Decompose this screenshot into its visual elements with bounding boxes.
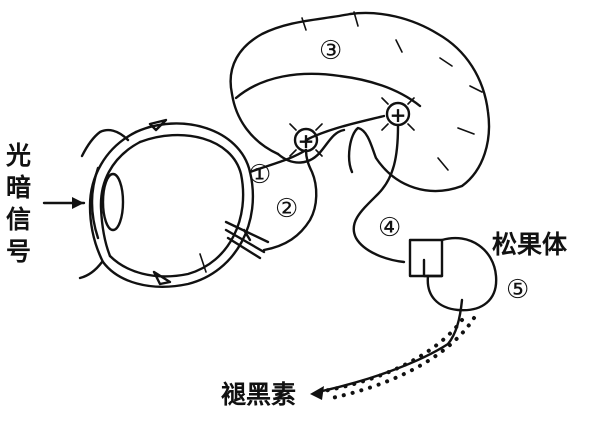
upper-muscle xyxy=(148,118,168,132)
marker-2: ② xyxy=(275,194,298,224)
melatonin-dots-2 xyxy=(330,316,476,400)
retina-front xyxy=(99,140,142,258)
label-pineal-gland: 松果体 xyxy=(492,230,568,259)
marker-5: ⑤ xyxy=(506,275,529,305)
optic-nerve xyxy=(224,220,270,260)
label-light-signal-1: 光 xyxy=(5,141,31,170)
cornea xyxy=(88,130,138,264)
lower-muscle xyxy=(152,270,172,286)
neural-pathway xyxy=(248,114,406,264)
iris-bottom xyxy=(90,200,100,240)
brain xyxy=(229,11,491,193)
pineal-box-1 xyxy=(408,238,444,278)
label-light-signal-2: 暗 xyxy=(6,173,31,202)
light-signal-arrow xyxy=(42,197,86,209)
label-light-signal-3: 信 xyxy=(6,205,31,234)
upper-eyelid xyxy=(80,128,130,158)
tick-lower xyxy=(199,253,207,273)
melatonin-release xyxy=(310,316,476,400)
melatonin-dots-1 xyxy=(316,318,464,394)
label-light-signal-4: 号 xyxy=(6,237,31,266)
pineal-body xyxy=(426,236,498,312)
eye-inner-wall xyxy=(108,133,245,278)
nerve-3 xyxy=(304,114,386,142)
eye-outer-wall xyxy=(101,122,255,288)
synapse-1: + xyxy=(289,123,323,157)
nerve-4 xyxy=(352,124,406,264)
brain-inner-fold xyxy=(234,72,422,108)
lens xyxy=(101,172,125,232)
marker-1: ① xyxy=(248,160,271,190)
marker-3: ③ xyxy=(319,36,342,66)
melatonin-arrow-line xyxy=(316,342,450,394)
synapse-2: + xyxy=(381,97,415,131)
lower-eyelid xyxy=(78,260,104,280)
melatonin-arrow-head xyxy=(310,386,324,400)
marker-4: ④ xyxy=(378,213,401,243)
nerve-2 xyxy=(262,148,318,252)
label-melatonin: 褪黑素 xyxy=(221,380,296,409)
brain-lower-fold xyxy=(276,128,346,164)
pineal-gland xyxy=(408,236,498,346)
nerve-1 xyxy=(248,148,308,174)
eye xyxy=(78,118,255,288)
synapse-2-sign: + xyxy=(390,103,407,127)
synapse-1-sign: + xyxy=(298,129,315,153)
brain-outline xyxy=(229,11,491,193)
pineal-tail xyxy=(446,298,464,346)
iris-top xyxy=(90,166,100,204)
